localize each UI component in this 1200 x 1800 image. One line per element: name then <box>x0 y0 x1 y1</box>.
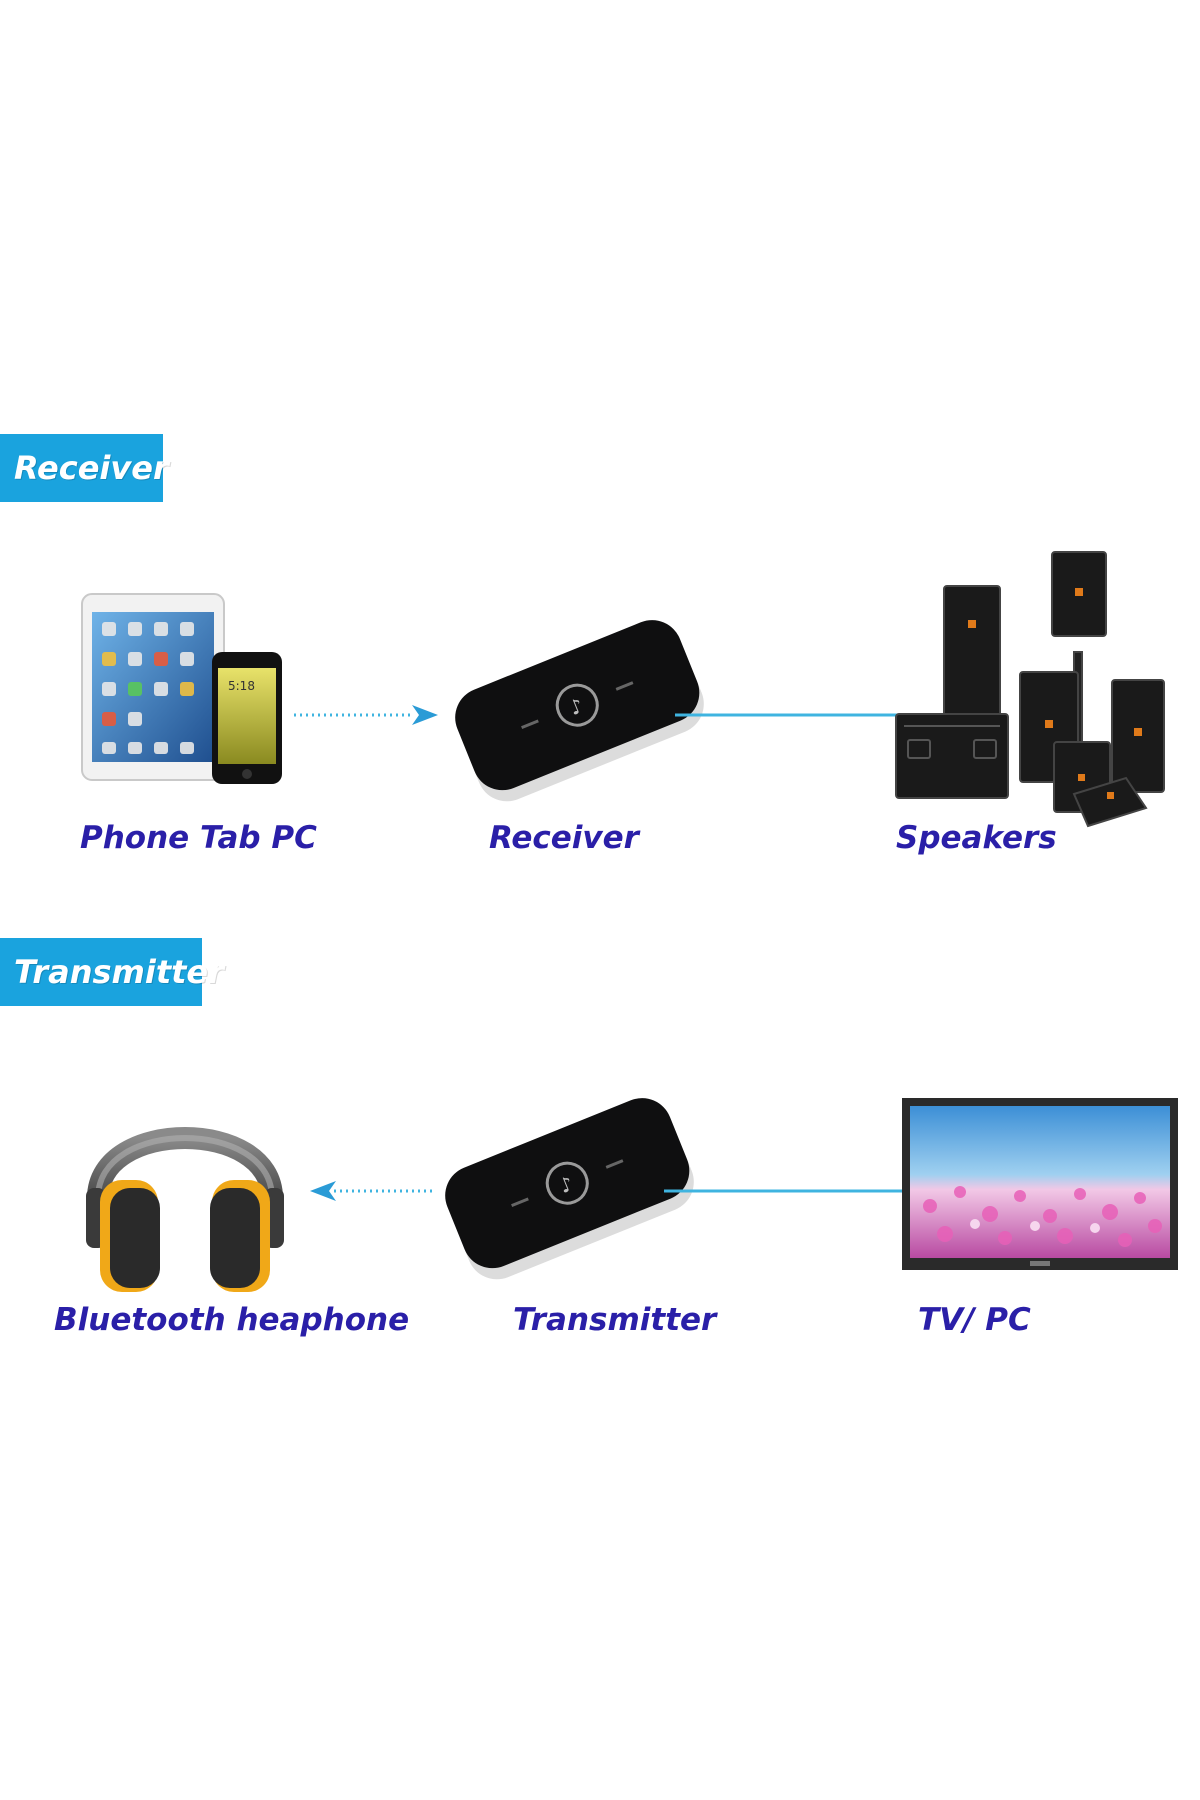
device-label-transmitter: Transmitter <box>513 1302 717 1338</box>
connector-arrow-source-to-receiver <box>294 705 438 725</box>
headphones-icon <box>86 1127 284 1292</box>
connector-line-receiver-to-speakers <box>675 713 897 717</box>
svg-text:5:18: 5:18 <box>228 679 255 693</box>
output-label-speakers: Speakers <box>896 820 1057 856</box>
source-label-phone-tab-pc: Phone Tab PC <box>80 820 317 856</box>
tablet-phone-icon: 5:18 <box>81 593 282 784</box>
receiver-device-icon: ♪ <box>455 620 704 802</box>
speakers-icon <box>895 551 1165 828</box>
source-label-tv-pc: TV/ PC <box>918 1302 1031 1338</box>
transmitter-device-icon: ♪ <box>445 1098 694 1280</box>
transmitter-banner: Transmitter <box>0 938 224 1006</box>
receiver-banner: Receiver <box>0 434 169 502</box>
connector-arrow-transmitter-to-headphones <box>310 1181 434 1201</box>
output-label-bluetooth-headphone: Bluetooth heaphone <box>54 1302 410 1338</box>
connector-line-transmitter-to-tv <box>664 1189 908 1193</box>
tv-monitor-icon <box>902 1098 1178 1270</box>
device-label-receiver: Receiver <box>489 820 639 856</box>
